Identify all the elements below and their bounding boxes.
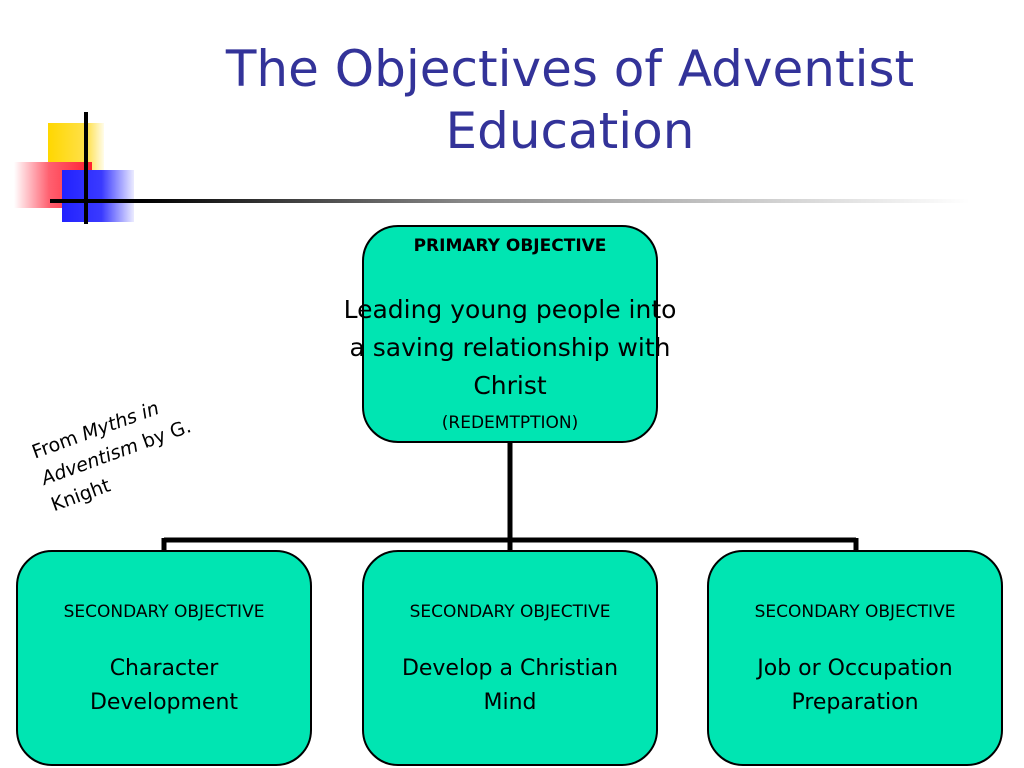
- secondary-1-line2: Development: [89, 690, 239, 715]
- secondary-3-line2: Preparation: [791, 690, 919, 715]
- secondary-objective-heading-3: SECONDARY OBJECTIVE: [754, 602, 956, 622]
- secondary-2-line2: Mind: [483, 690, 537, 715]
- secondary-objective-box-2: [362, 550, 658, 766]
- secondary-objective-text-3: Job or Occupation Preparation: [707, 652, 1003, 720]
- secondary-objective-heading-1: SECONDARY OBJECTIVE: [63, 602, 265, 622]
- secondary-objective-heading-2: SECONDARY OBJECTIVE: [409, 602, 611, 622]
- slide-title: The Objectives of Adventist Education: [150, 38, 990, 162]
- decor-blue-square: [62, 170, 134, 222]
- slide-title-line1: The Objectives of Adventist: [225, 40, 915, 98]
- primary-text-line3: Christ: [473, 371, 547, 400]
- secondary-3-line1: Job or Occupation: [757, 656, 953, 681]
- secondary-objective-box-3: [707, 550, 1003, 766]
- primary-objective-box: [362, 225, 658, 443]
- primary-text-line1: Leading young people into: [343, 295, 677, 324]
- secondary-1-line1: Character: [109, 656, 219, 681]
- secondary-2-line1: Develop a Christian: [401, 656, 619, 681]
- primary-objective-text: Leading young people into a saving relat…: [300, 291, 720, 405]
- primary-text-line2: a saving relationship with: [349, 333, 671, 362]
- title-underline-rule: [50, 199, 970, 203]
- primary-objective-subtitle: (REDEMTPTION): [441, 413, 579, 433]
- secondary-objective-box-1: [16, 550, 312, 766]
- secondary-objective-text-1: Character Development: [16, 652, 312, 720]
- slide-title-line2: Education: [445, 102, 695, 160]
- secondary-objective-text-2: Develop a Christian Mind: [362, 652, 658, 720]
- primary-objective-heading: PRIMARY OBJECTIVE: [413, 236, 607, 256]
- decor-vertical-line: [84, 112, 88, 224]
